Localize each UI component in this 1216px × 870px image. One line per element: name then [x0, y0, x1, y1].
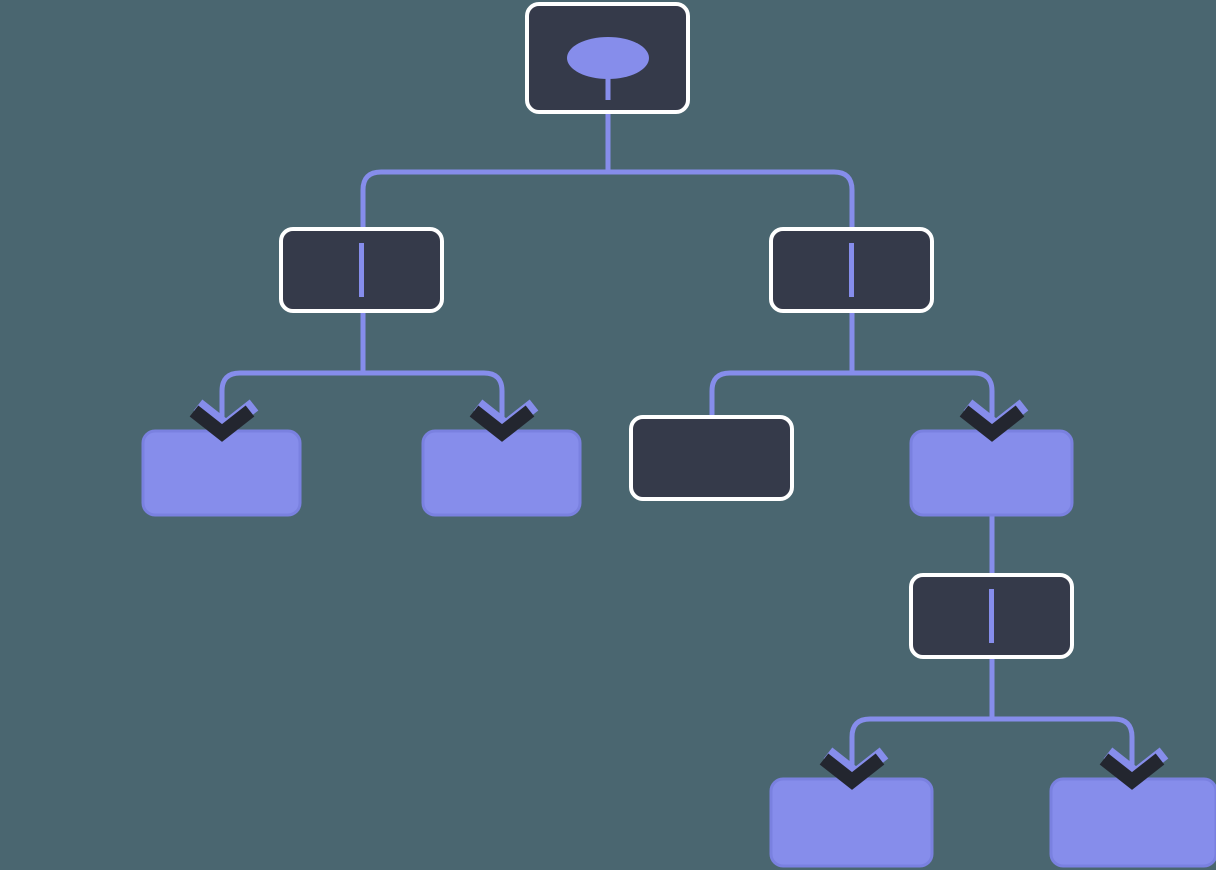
edge-l1a-split-right	[363, 370, 505, 435]
level2-leaf-one-shape[interactable]	[141, 429, 302, 517]
level3-dark-node[interactable]	[909, 573, 1074, 659]
level2-leaf-two-shape[interactable]	[421, 429, 582, 517]
level4-leaf-one[interactable]	[769, 777, 934, 868]
level2-dark-leaf-shape[interactable]	[629, 415, 794, 501]
arrowhead-leaf-two	[469, 399, 539, 442]
nodes-layer	[141, 2, 1216, 868]
edge-root-split-left	[360, 169, 608, 229]
edge-l1b-split-left	[709, 370, 852, 417]
root-node[interactable]	[525, 2, 690, 114]
arrowheads-layer	[189, 399, 1169, 790]
edge-root-split-right	[608, 169, 855, 229]
arrowhead-branch	[959, 399, 1029, 442]
level2-dark-leaf[interactable]	[629, 415, 794, 501]
edge-l1a-split-left	[219, 370, 363, 435]
arrowhead-leaf-one-fg	[189, 405, 255, 442]
arrowhead-branch-fg	[959, 405, 1025, 442]
edge-l3-split-left	[849, 716, 992, 783]
arrowhead-level4-one	[819, 747, 889, 790]
level2-leaf-two[interactable]	[421, 429, 582, 517]
arrowhead-level4-two-fg	[1099, 753, 1165, 790]
arrowhead-level4-one-fg	[819, 753, 885, 790]
level4-leaf-one-shape[interactable]	[769, 777, 934, 868]
level1-left-node[interactable]	[279, 227, 444, 313]
arrowhead-leaf-two-fg	[469, 405, 535, 442]
level2-leaf-one[interactable]	[141, 429, 302, 517]
edge-l3-split-right	[992, 716, 1135, 783]
root-node-pill-glyph	[567, 37, 649, 79]
level4-leaf-two[interactable]	[1049, 777, 1216, 868]
level2-accent-branch-shape[interactable]	[909, 429, 1074, 517]
level4-leaf-two-shape[interactable]	[1049, 777, 1216, 868]
level2-accent-branch[interactable]	[909, 429, 1074, 517]
level1-right-node[interactable]	[769, 227, 934, 313]
edge-l1b-split-right	[852, 370, 995, 435]
arrowhead-level4-two	[1099, 747, 1169, 790]
arrowhead-leaf-one	[189, 399, 259, 442]
